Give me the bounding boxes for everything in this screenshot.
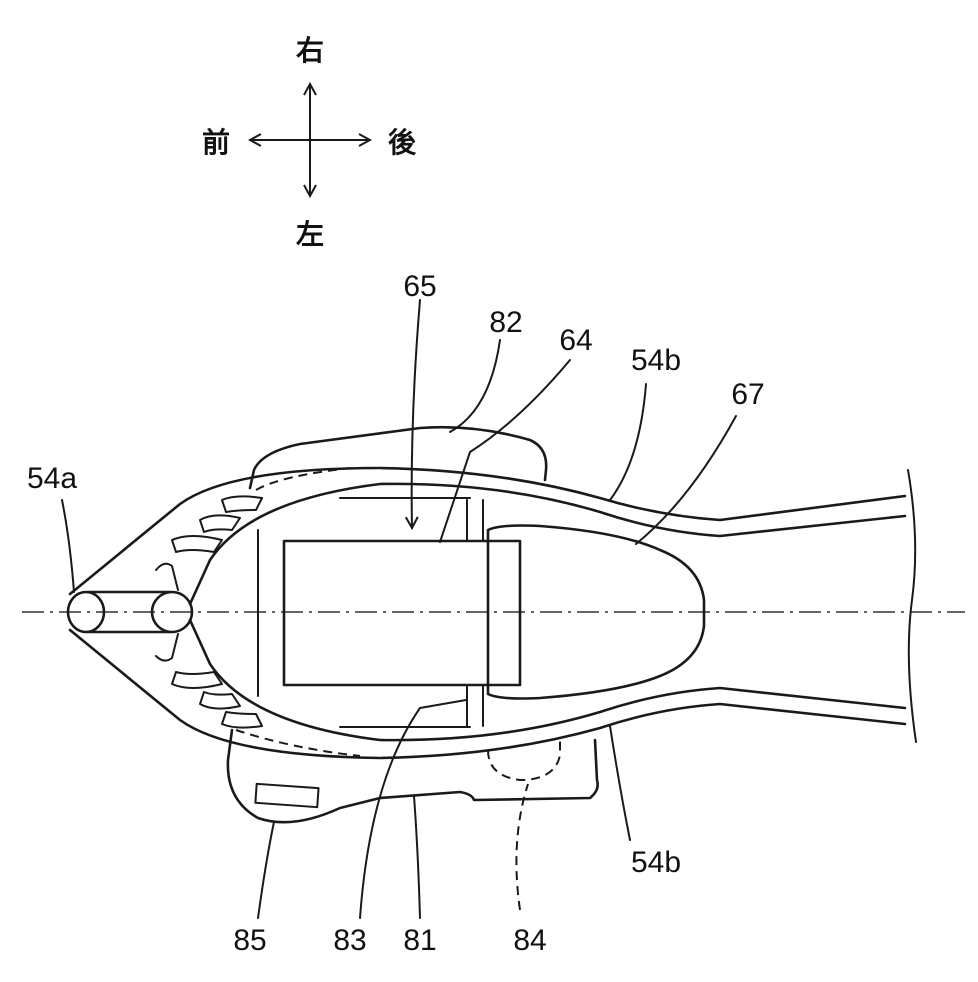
label-83: 83 bbox=[333, 924, 366, 957]
label-54b-top: 54b bbox=[631, 344, 681, 377]
head-pipe-54a-end bbox=[66, 590, 106, 634]
direction-rear-label: 後 bbox=[388, 126, 417, 159]
head-pipe-54a bbox=[86, 590, 172, 634]
label-67: 67 bbox=[731, 378, 764, 411]
bracket-81 bbox=[226, 728, 599, 824]
frame-tube-lower-outer bbox=[68, 628, 907, 760]
label-54a: 54a bbox=[27, 462, 77, 495]
label-85: 85 bbox=[233, 924, 266, 957]
label-54b-bottom: 54b bbox=[631, 846, 681, 879]
label-64: 64 bbox=[559, 324, 592, 357]
bracket-81-hidden bbox=[235, 729, 361, 757]
gusset-ribs bbox=[155, 495, 263, 729]
direction-right-label: 右 bbox=[296, 34, 324, 67]
part-84-hidden bbox=[487, 738, 561, 782]
case-67 bbox=[486, 524, 706, 700]
direction-indicator: 右 左 前 後 bbox=[202, 34, 417, 251]
bracket-82 bbox=[248, 425, 548, 490]
direction-front-label: 前 bbox=[202, 126, 230, 159]
break-line bbox=[907, 469, 917, 743]
direction-left-label: 左 bbox=[296, 218, 324, 251]
stay-83 bbox=[466, 499, 484, 727]
frame-tube-lower-inner bbox=[188, 618, 907, 742]
part-85-slot bbox=[254, 782, 320, 809]
label-84: 84 bbox=[513, 924, 546, 957]
battery-64 bbox=[282, 539, 522, 687]
label-82: 82 bbox=[489, 306, 522, 339]
label-65: 65 bbox=[403, 270, 436, 303]
frame-tube-upper-outer bbox=[68, 466, 907, 596]
head-pipe-joint bbox=[150, 590, 194, 634]
leader-lines bbox=[61, 299, 737, 919]
label-81: 81 bbox=[403, 924, 436, 957]
frame-tube-upper-inner bbox=[188, 482, 907, 606]
